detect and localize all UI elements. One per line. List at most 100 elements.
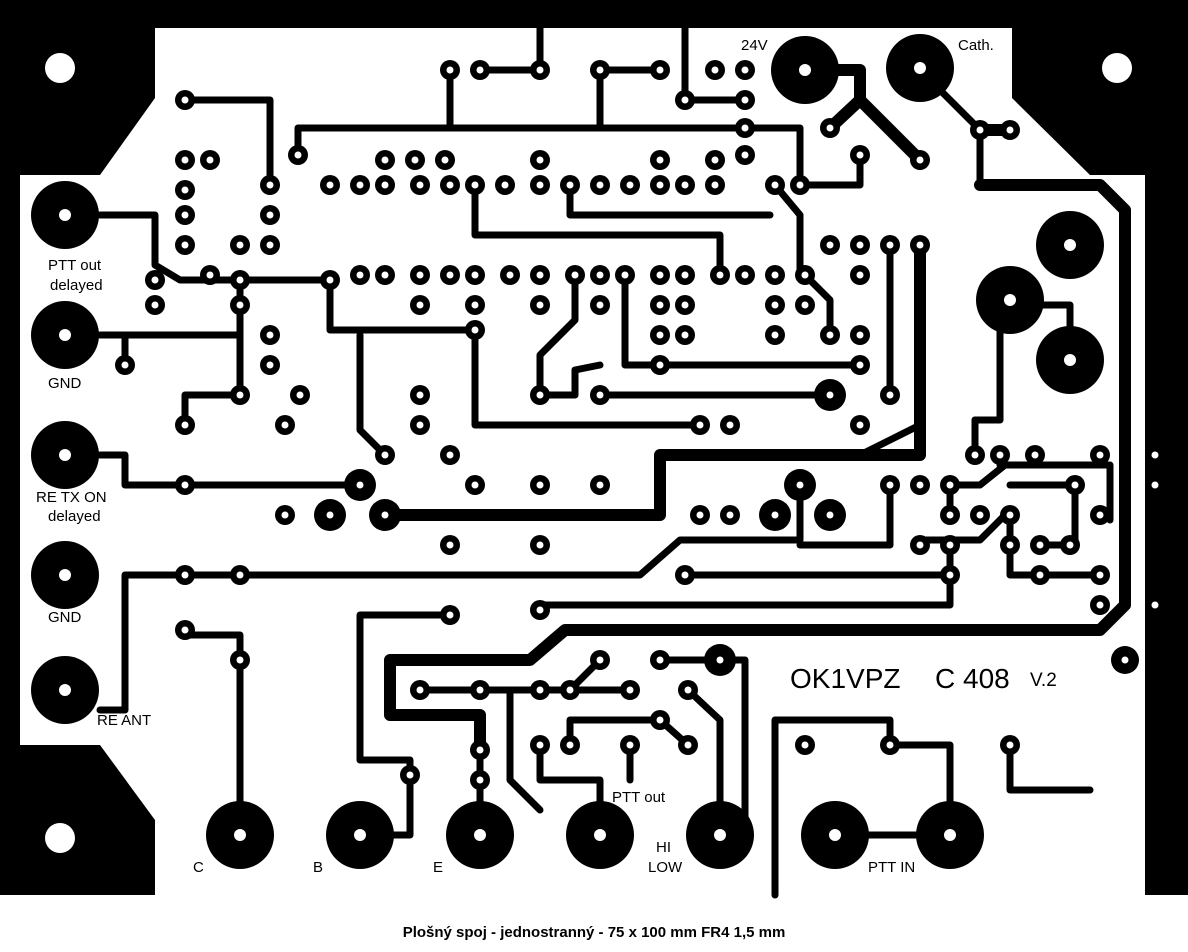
pad-drill-hole — [181, 156, 189, 164]
label-ptt-out-delayed-2: delayed — [50, 277, 103, 294]
pad-drill-hole — [916, 481, 924, 489]
pad-drill-hole — [681, 271, 689, 279]
pad-drill-hole — [536, 271, 544, 279]
pad-drill-hole — [181, 96, 189, 104]
pad-drill-hole — [536, 481, 544, 489]
pad-drill-hole — [266, 361, 274, 369]
pad-drill-hole — [596, 301, 604, 309]
pad-drill-hole — [626, 741, 634, 749]
pad-drill-hole — [886, 741, 894, 749]
pad-drill-hole — [476, 776, 484, 784]
pad-drill-hole — [446, 451, 454, 459]
label-ptt-in: PTT IN — [868, 859, 915, 876]
pad-drill-hole — [446, 271, 454, 279]
trace — [566, 716, 692, 749]
pad-drill-hole — [681, 181, 689, 189]
pad-drill-hole — [801, 741, 809, 749]
pad-drill-hole — [181, 626, 189, 634]
pad-drill-hole — [446, 66, 454, 74]
pad-drill-hole — [236, 241, 244, 249]
pad-drill-hole — [946, 481, 954, 489]
pad-drill-hole — [696, 511, 704, 519]
pad-drill-hole — [356, 181, 364, 189]
pad-drill-hole — [656, 156, 664, 164]
trace — [1006, 741, 1094, 794]
pad-drill-hole — [886, 481, 894, 489]
pad-drill-hole — [1121, 656, 1129, 664]
trace — [351, 611, 454, 839]
pad-drill-hole — [536, 391, 544, 399]
pad-drill-hole — [1066, 541, 1074, 549]
pad-drill-hole — [826, 331, 834, 339]
pad-drill-hole — [536, 741, 544, 749]
label-pin-e: E — [433, 859, 443, 876]
pad-drill-hole — [656, 656, 664, 664]
pad-drill-hole — [626, 686, 634, 694]
pad-drill-hole — [796, 181, 804, 189]
pad-drill-hole — [471, 481, 479, 489]
pad-drill-hole — [266, 331, 274, 339]
pad-drill-hole — [441, 156, 449, 164]
pad-drill-hole — [976, 511, 984, 519]
pad-drill-hole — [536, 181, 544, 189]
pad-drill-hole — [236, 571, 244, 579]
pad-drill-hole — [381, 451, 389, 459]
trace — [971, 296, 1004, 424]
power-trace — [384, 179, 1131, 751]
trace — [1006, 506, 1104, 579]
trace — [356, 331, 389, 459]
pad-drill-hole — [416, 686, 424, 694]
pad-drill-hole — [416, 421, 424, 429]
pad-drill-hole — [681, 571, 689, 579]
pad-drill-hole — [59, 569, 71, 581]
pad-drill-hole — [716, 656, 724, 664]
pad-drill-hole — [976, 126, 984, 134]
pad-drill-hole — [1036, 571, 1044, 579]
pad-drill-hole — [59, 449, 71, 461]
trace — [506, 686, 544, 814]
trace — [536, 271, 579, 394]
pad-drill-hole — [1096, 571, 1104, 579]
pad-drill-hole — [916, 541, 924, 549]
pad-drill-hole — [621, 271, 629, 279]
mount-hole-bl — [45, 823, 75, 853]
pad-drill-hole — [281, 511, 289, 519]
pad-drill-hole — [296, 391, 304, 399]
pad-drill-hole — [946, 571, 954, 579]
pad-drill-hole — [446, 541, 454, 549]
pad-drill-hole — [446, 611, 454, 619]
pad-drill-hole — [771, 511, 779, 519]
pad-drill-hole — [771, 271, 779, 279]
pad-drill-hole — [771, 301, 779, 309]
trace — [471, 326, 704, 429]
pad-drill-hole — [656, 361, 664, 369]
pad-drill-hole — [971, 451, 979, 459]
pad-drill-hole — [501, 181, 509, 189]
power-trace — [379, 239, 926, 521]
pad-drill-hole — [801, 271, 809, 279]
trace — [236, 276, 479, 334]
pad-drill-hole — [181, 571, 189, 579]
trace — [96, 211, 244, 284]
pad-drill-hole — [536, 686, 544, 694]
pad-drill-hole — [714, 829, 726, 841]
pad-drill-hole — [741, 124, 749, 132]
pad-drill-hole — [416, 391, 424, 399]
label-ptt-out: PTT out — [612, 789, 666, 806]
pad-drill-hole — [916, 156, 924, 164]
pad-drill-hole — [826, 124, 834, 132]
trace — [1006, 481, 1079, 549]
pad-drill-hole — [236, 656, 244, 664]
trace — [946, 461, 1009, 519]
pad-drill-hole — [416, 301, 424, 309]
pad-drill-hole — [381, 271, 389, 279]
pad-drill-hole — [886, 241, 894, 249]
pad-drill-hole — [656, 181, 664, 189]
label-24v: 24V — [741, 37, 768, 54]
pad-drill-hole — [596, 271, 604, 279]
pad-drill-hole — [471, 301, 479, 309]
small-pads — [115, 60, 1165, 790]
trace — [684, 686, 724, 839]
pad-drill-hole — [741, 66, 749, 74]
pad-drill-hole — [681, 96, 689, 104]
